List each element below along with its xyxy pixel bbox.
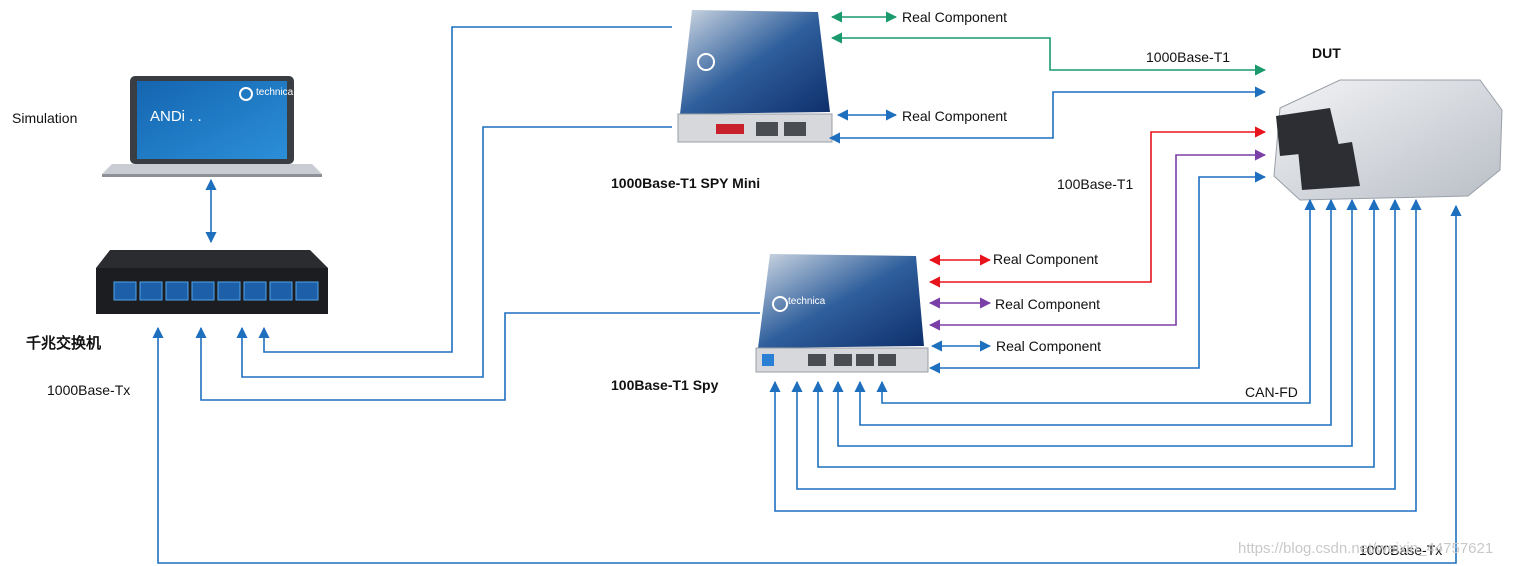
dut-label: DUT [1312,45,1341,61]
spy-100-device-icon [755,254,929,373]
canfd-label: CAN-FD [1245,384,1298,400]
real-component-2: Real Component [902,108,1008,124]
laptop-technica-logo-text: technica [256,87,294,98]
gige-tx-left-label: 1000Base-Tx [47,382,131,398]
spy-100-label: 100Base-T1 Spy [611,377,719,393]
spy-mini-device-icon [677,10,833,143]
watermark: https://blog.csdn.net/weixin_44757621 [1238,540,1494,557]
t1-1000-label: 1000Base-T1 [1146,49,1231,65]
green-links [830,11,1267,76]
blue-links [152,26,1462,564]
spy-100-technica-logo-text: technica [788,296,826,307]
t1-100-label: 100Base-T1 [1057,176,1134,192]
real-component-5: Real Component [996,338,1102,354]
purple-links [928,149,1267,331]
switch-label: 千兆交换机 [26,334,102,352]
spy-mini-label: 1000Base-T1 SPY Mini [611,175,761,191]
real-component-3: Real Component [993,251,1099,267]
real-component-1: Real Component [902,9,1008,25]
andi-screen-text: ANDi . . [150,108,202,125]
simulation-label: Simulation [12,110,78,126]
switch-icon [96,250,328,314]
gige-tx-bottom-label: 1000Base-Tx [1359,542,1443,558]
dut-ecu-icon [1273,79,1503,201]
laptop-icon [102,76,322,177]
real-component-4: Real Component [995,296,1101,312]
